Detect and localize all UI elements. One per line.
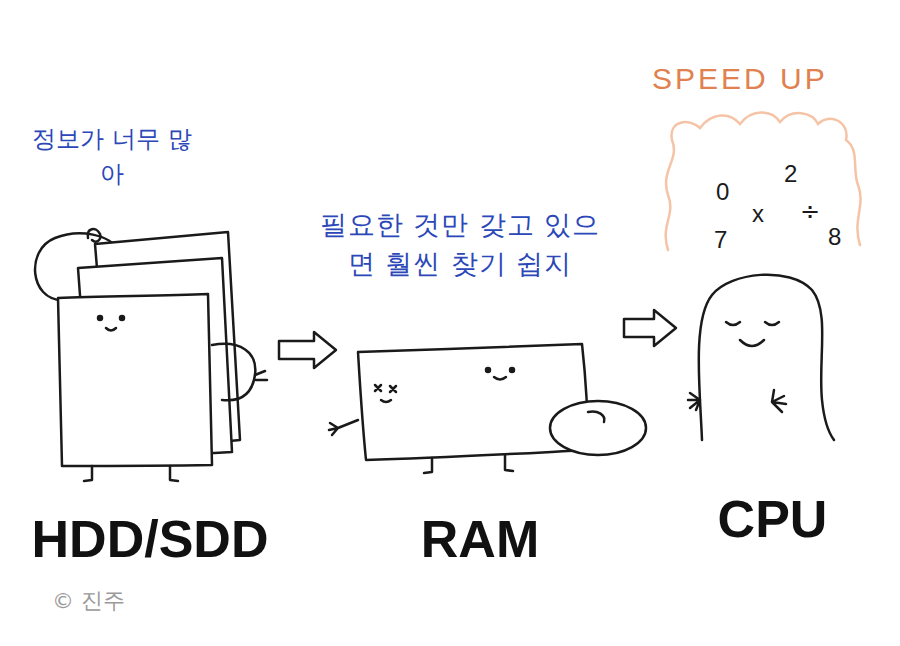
hdd-figure-part [84,466,92,481]
speech-text: 필요한 것만 갖고 있으면 훨씬 찾기 쉽지 [315,205,605,283]
component-figure: RAM [340,300,620,565]
component-figure: CPU [680,255,865,545]
watermark: © 진주 [52,590,125,612]
math-symbol: x [752,202,764,226]
math-symbol: 8 [828,225,841,249]
ram-figure-part [588,412,604,422]
cpu-figure-part [699,275,834,440]
hdd-figure [35,229,267,481]
ram-figure [329,344,646,473]
component-figure: HDD/SDD [25,220,275,565]
speed-aura-part [666,113,861,251]
cpu-figure-part [688,393,700,410]
cpu-figure-part [740,340,764,346]
hdd-figure-part [255,371,267,380]
math-symbol: ÷ [800,200,820,224]
ram-figure-part [486,368,490,372]
cpu-figure-part [772,390,786,412]
math-symbol: 7 [714,228,727,252]
math-symbol: 2 [784,162,797,186]
speed-label: SPEED UP [652,64,828,94]
ram-figure-part [550,401,646,455]
hdd-figure-part [88,229,101,242]
cpu-figure-part [726,322,740,325]
hdd-figure-part [120,316,124,320]
cpu-figure-part [765,322,779,325]
cpu-figure [688,275,834,440]
hdd-figure-part [58,294,212,466]
hdd-figure-part [98,316,102,320]
hdd-figure-part [106,328,116,331]
component-label: RAM [421,513,539,565]
ram-figure-part [329,420,358,435]
ram-figure-part [424,458,432,473]
speed-aura [666,113,861,251]
ram-figure-part [358,344,588,460]
ram-figure-part [381,400,391,402]
component-label: CPU [718,493,828,545]
ram-figure-part [505,455,513,471]
speech-text: 정보가 너무 많아 [32,122,192,192]
math-symbol: 0 [716,180,729,204]
component-label: HDD/SDD [32,513,269,565]
ram-figure-part [494,377,506,380]
block-arrow [624,310,676,346]
hdd-figure-part [170,466,178,481]
block-arrow [279,332,336,368]
ram-figure-part [510,368,514,372]
hdd-figure-part [212,344,255,400]
ram-figure-part [375,385,396,392]
